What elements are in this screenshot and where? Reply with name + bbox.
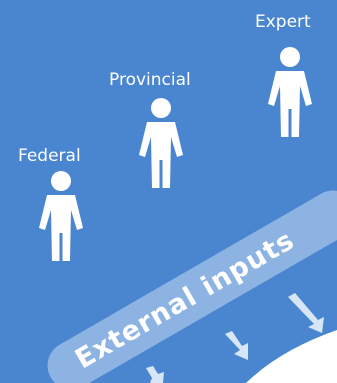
provincial-label: Provincial: [109, 70, 191, 90]
external-inputs-banner: [47, 190, 337, 383]
arrow-down-icon: [225, 331, 248, 360]
person-icon-expert: [268, 47, 312, 137]
arrow-down-icon: [288, 293, 324, 333]
federal-label: Federal: [18, 146, 81, 166]
person-icon-federal: [39, 171, 83, 261]
arrow-down-icon: [146, 366, 164, 383]
target-region: [246, 330, 337, 383]
person-icon-provincial: [139, 98, 183, 188]
expert-label: Expert: [255, 12, 311, 32]
